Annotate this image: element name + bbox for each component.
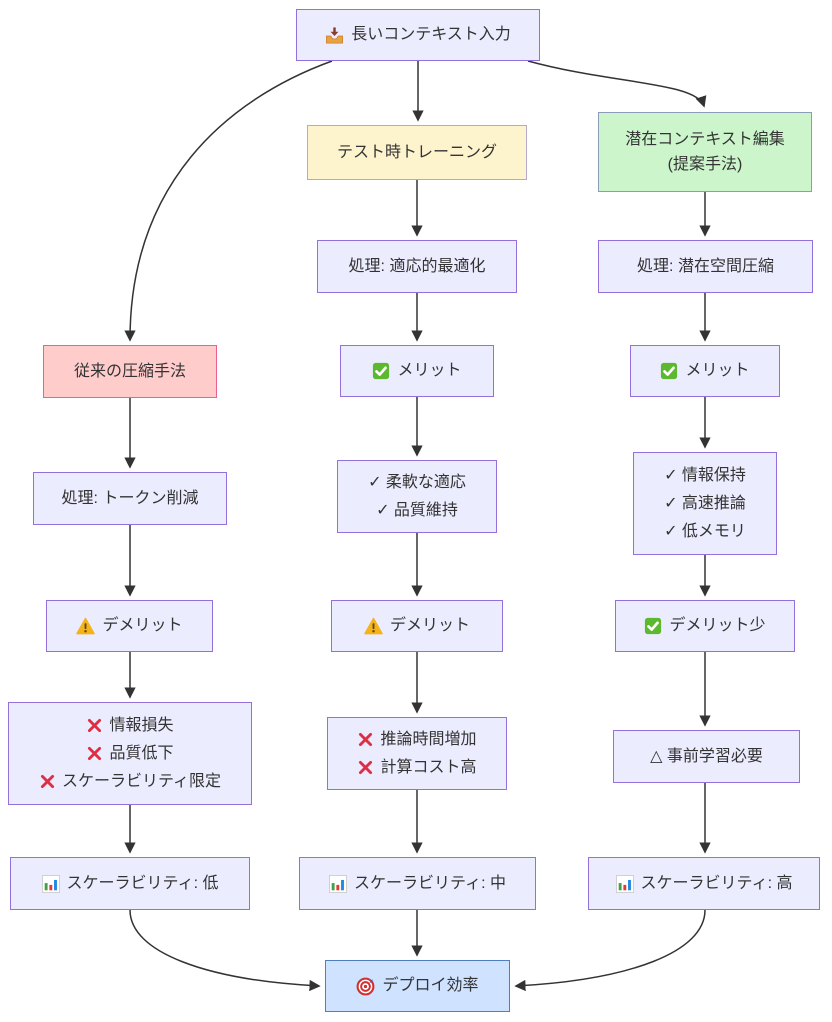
edge-scal-left-to-deploy	[129, 909, 321, 992]
edge-scal-right-to-deploy	[514, 909, 706, 992]
merit-item: ✓ 柔軟な適応	[368, 473, 466, 491]
node-demerit-list-mid: 推論時間増加 計算コスト高	[327, 717, 507, 790]
node-latent-label-line1: 潜在コンテキスト編集	[625, 130, 785, 148]
node-demerit-left-label: デメリット	[102, 617, 183, 635]
demerit-item: 品質低下	[86, 742, 174, 765]
check-badge-icon	[372, 362, 390, 380]
demerit-item: スケーラビリティ限定	[39, 770, 221, 793]
bar-chart-icon	[615, 874, 634, 893]
inbox-icon	[325, 26, 344, 45]
node-proc-right: 処理: 潜在空間圧縮	[598, 240, 813, 293]
cross-icon	[357, 731, 374, 748]
node-ttt-label: テスト時トレーニング	[336, 143, 497, 161]
edge-input-to-traditional	[124, 60, 333, 342]
node-proc-mid-label: 処理: 適応的最適化	[348, 257, 486, 275]
merit-item: ✓ 低メモリ	[664, 523, 746, 541]
node-scalability-mid: スケーラビリティ: 中	[299, 857, 536, 910]
node-proc-left: 処理: トークン削減	[33, 472, 227, 525]
node-demerit-mid: デメリット	[331, 600, 503, 652]
node-merit-mid: メリット	[340, 345, 494, 397]
node-merit-mid-label: メリット	[397, 362, 462, 380]
merit-item: ✓ 情報保持	[664, 466, 746, 484]
node-scal-left-label: スケーラビリティ: 低	[66, 874, 219, 892]
warning-icon	[364, 617, 383, 636]
node-demerit-mid-label: デメリット	[389, 617, 470, 635]
node-traditional: 従来の圧縮手法	[43, 345, 217, 398]
node-proc-mid: 処理: 適応的最適化	[317, 240, 517, 293]
node-merit-list-right: ✓ 情報保持 ✓ 高速推論 ✓ 低メモリ	[633, 452, 777, 555]
node-scalability-right: スケーラビリティ: 高	[588, 857, 820, 910]
node-merit-right-label: メリット	[685, 362, 750, 380]
node-demerit-left: デメリット	[46, 600, 213, 652]
node-merit-right: メリット	[630, 345, 780, 397]
cross-icon	[86, 717, 103, 734]
node-test-time-training: テスト時トレーニング	[307, 125, 527, 180]
warning-icon	[76, 617, 96, 636]
check-badge-icon	[644, 617, 662, 635]
cross-icon	[357, 759, 374, 776]
cross-icon	[39, 773, 56, 790]
node-proc-right-label: 処理: 潜在空間圧縮	[637, 257, 774, 275]
node-scal-right-label: スケーラビリティ: 高	[640, 874, 793, 892]
node-demerit-few-right: デメリット少	[615, 600, 795, 652]
node-deploy: デプロイ効率	[325, 960, 510, 1012]
demerit-item: 情報損失	[86, 714, 174, 737]
node-deploy-label: デプロイ効率	[382, 977, 479, 995]
node-scal-mid-label: スケーラビリティ: 中	[354, 874, 506, 892]
bar-chart-icon	[329, 874, 348, 893]
cross-icon	[86, 745, 103, 762]
node-latent-editing: 潜在コンテキスト編集 (提案手法)	[598, 112, 812, 192]
merit-item: ✓ 品質維持	[376, 502, 458, 519]
demerit-item: 推論時間増加	[357, 728, 477, 751]
check-badge-icon	[660, 362, 678, 380]
node-pretrain-right: △ 事前学習必要	[613, 730, 800, 783]
merit-item: ✓ 高速推論	[664, 494, 746, 512]
node-pretrain-label: △ 事前学習必要	[650, 747, 763, 765]
bar-chart-icon	[41, 874, 60, 893]
node-input-label: 長いコンテキスト入力	[351, 26, 511, 44]
edge-input-to-latent-editing	[527, 60, 707, 108]
node-traditional-label: 従来の圧縮手法	[73, 362, 186, 380]
demerit-item: 計算コスト高	[357, 756, 477, 779]
node-input: 長いコンテキスト入力	[296, 9, 540, 61]
node-latent-label-line2: (提案手法)	[667, 156, 743, 173]
target-icon	[356, 977, 375, 996]
node-proc-left-label: 処理: トークン削減	[61, 489, 199, 507]
node-demerit-list-left: 情報損失 品質低下 スケーラビリティ限定	[8, 702, 252, 805]
node-demerit-few-label: デメリット少	[669, 617, 766, 635]
node-merit-list-mid: ✓ 柔軟な適応 ✓ 品質維持	[337, 460, 497, 533]
node-scalability-left: スケーラビリティ: 低	[10, 857, 250, 910]
